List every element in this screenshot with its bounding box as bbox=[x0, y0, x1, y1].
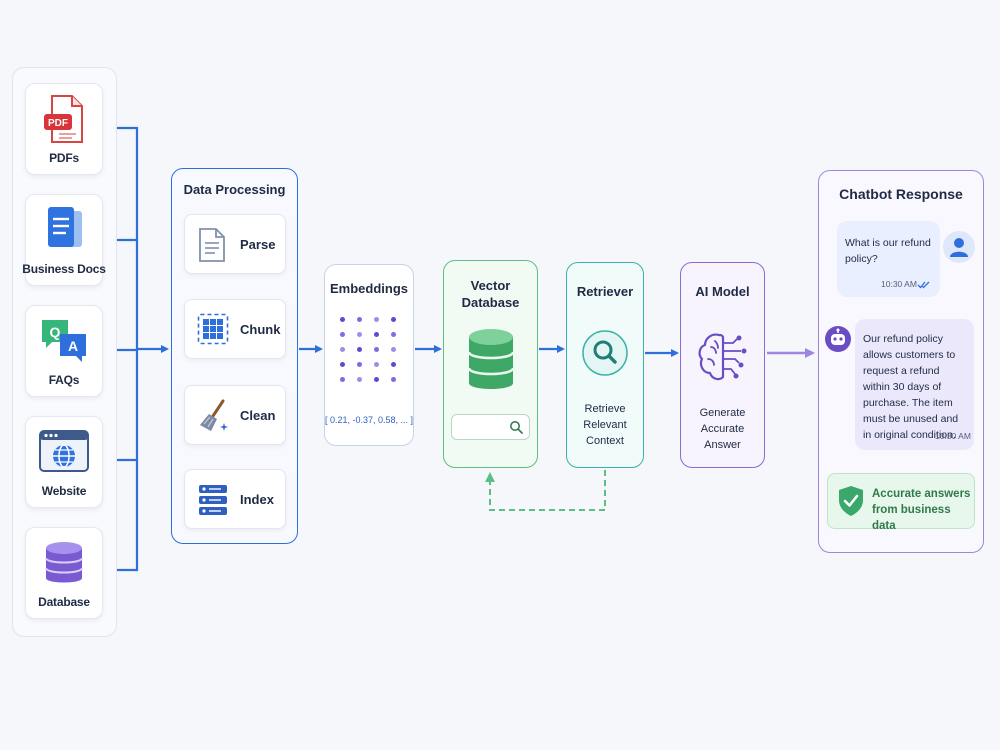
step-index[interactable]: Index bbox=[184, 469, 286, 529]
embedding-dot bbox=[357, 347, 362, 352]
ai-model-panel[interactable]: AI Model Generate Accurate Answer bbox=[680, 262, 765, 468]
magnifier-icon bbox=[582, 330, 628, 376]
bot-message-time: 10:30 AM bbox=[935, 431, 971, 441]
embedding-dot bbox=[374, 317, 379, 322]
accuracy-badge-text: Accurate answers from business data bbox=[872, 488, 971, 532]
source-card-database[interactable]: Database bbox=[25, 527, 103, 619]
retriever-description: Retrieve Relevant Context bbox=[583, 403, 627, 447]
chunk-grid-icon bbox=[197, 313, 229, 345]
search-icon bbox=[510, 421, 523, 434]
embedding-dot bbox=[391, 362, 396, 367]
broom-icon bbox=[200, 399, 228, 431]
shield-check-icon bbox=[839, 486, 863, 516]
processing-title: Data Processing bbox=[183, 182, 286, 197]
vector-database-title: Vector Database bbox=[461, 278, 520, 310]
embedding-dot bbox=[357, 332, 362, 337]
ai-model-description: Generate Accurate Answer bbox=[699, 407, 746, 451]
user-message-time: 10:30 AM bbox=[881, 279, 917, 289]
embedding-dot bbox=[340, 332, 345, 337]
embedding-dot bbox=[391, 347, 396, 352]
source-label-website: Website bbox=[41, 484, 87, 498]
data-sources-panel: PDF PDFs Business Docs Q A FAQs bbox=[12, 67, 117, 637]
step-chunk[interactable]: Chunk bbox=[184, 299, 286, 359]
embedding-dot bbox=[340, 377, 345, 382]
step-label-chunk: Chunk bbox=[240, 322, 281, 337]
database-stack-icon bbox=[45, 542, 83, 583]
embedding-dot bbox=[357, 377, 362, 382]
step-parse[interactable]: Parse bbox=[184, 214, 286, 274]
user-message-bubble: What is our refund policy? 10:30 AM bbox=[837, 221, 940, 297]
brain-circuit-icon bbox=[698, 333, 747, 381]
embedding-dots-icon bbox=[340, 317, 400, 387]
source-card-pdfs[interactable]: PDF PDFs bbox=[25, 83, 103, 175]
bot-avatar-icon bbox=[825, 326, 851, 352]
source-label-pdfs: PDFs bbox=[49, 151, 79, 165]
feedback-retriever-to-vectordb bbox=[485, 470, 606, 511]
retriever-panel[interactable]: Retriever Retrieve Relevant Context bbox=[566, 262, 644, 468]
ai-model-title: AI Model bbox=[695, 284, 750, 299]
source-card-website[interactable]: Website bbox=[25, 416, 103, 508]
embedding-dot bbox=[340, 347, 345, 352]
step-clean[interactable]: Clean bbox=[184, 385, 286, 445]
parse-document-icon bbox=[199, 228, 225, 262]
retriever-title: Retriever bbox=[576, 284, 634, 299]
source-card-business-docs[interactable]: Business Docs bbox=[22, 194, 106, 286]
browser-globe-icon bbox=[39, 430, 89, 472]
user-avatar-icon bbox=[943, 231, 975, 263]
embedding-dot bbox=[391, 317, 396, 322]
source-card-faqs[interactable]: Q A FAQs bbox=[25, 305, 103, 397]
source-label-faqs: FAQs bbox=[48, 373, 80, 387]
vector-db-search-box[interactable] bbox=[451, 414, 530, 440]
pdf-file-icon: PDF bbox=[44, 95, 83, 143]
embedding-dot bbox=[340, 362, 345, 367]
step-label-index: Index bbox=[240, 492, 274, 507]
step-label-clean: Clean bbox=[240, 408, 276, 423]
embedding-dot bbox=[374, 377, 379, 382]
embedding-dot bbox=[340, 317, 345, 322]
source-bracket bbox=[116, 126, 139, 572]
pdf-badge-text: PDF bbox=[48, 118, 68, 129]
chatbot-response-panel: Chatbot Response What is our refund poli… bbox=[818, 170, 984, 553]
embeddings-panel[interactable]: Embeddings [ 0.21, -0.37, 0.58, ... ] bbox=[324, 264, 414, 446]
user-message-text: What is our refund policy? bbox=[845, 237, 931, 265]
index-list-icon bbox=[199, 485, 227, 515]
vector-db-cylinder-icon bbox=[467, 329, 515, 389]
embedding-dot bbox=[374, 347, 379, 352]
source-label-database: Database bbox=[38, 595, 90, 609]
svg-text:Q: Q bbox=[50, 324, 61, 340]
bot-message-text: Our refund policy allows customers to re… bbox=[863, 333, 959, 441]
svg-text:A: A bbox=[68, 338, 78, 354]
document-icon bbox=[48, 207, 82, 247]
embedding-dot bbox=[357, 317, 362, 322]
chatbot-title: Chatbot Response bbox=[839, 186, 963, 202]
embedding-dot bbox=[374, 332, 379, 337]
embeddings-title: Embeddings bbox=[329, 281, 408, 296]
embedding-dot bbox=[391, 332, 396, 337]
bot-message-bubble: Our refund policy allows customers to re… bbox=[855, 319, 974, 450]
source-label-business-docs: Business Docs bbox=[22, 262, 106, 276]
data-processing-panel: Data Processing Parse Chunk Clean bbox=[171, 168, 298, 544]
vector-database-panel[interactable]: Vector Database bbox=[443, 260, 538, 468]
qa-chat-icon: Q A bbox=[42, 320, 86, 362]
embedding-dot bbox=[391, 377, 396, 382]
accuracy-badge: Accurate answers from business data bbox=[827, 473, 975, 532]
embedding-dot bbox=[374, 362, 379, 367]
double-check-icon bbox=[917, 281, 930, 289]
embedding-dot bbox=[357, 362, 362, 367]
step-label-parse: Parse bbox=[240, 237, 276, 252]
embedding-vector-text: [ 0.21, -0.37, 0.58, ... ] bbox=[325, 415, 414, 425]
